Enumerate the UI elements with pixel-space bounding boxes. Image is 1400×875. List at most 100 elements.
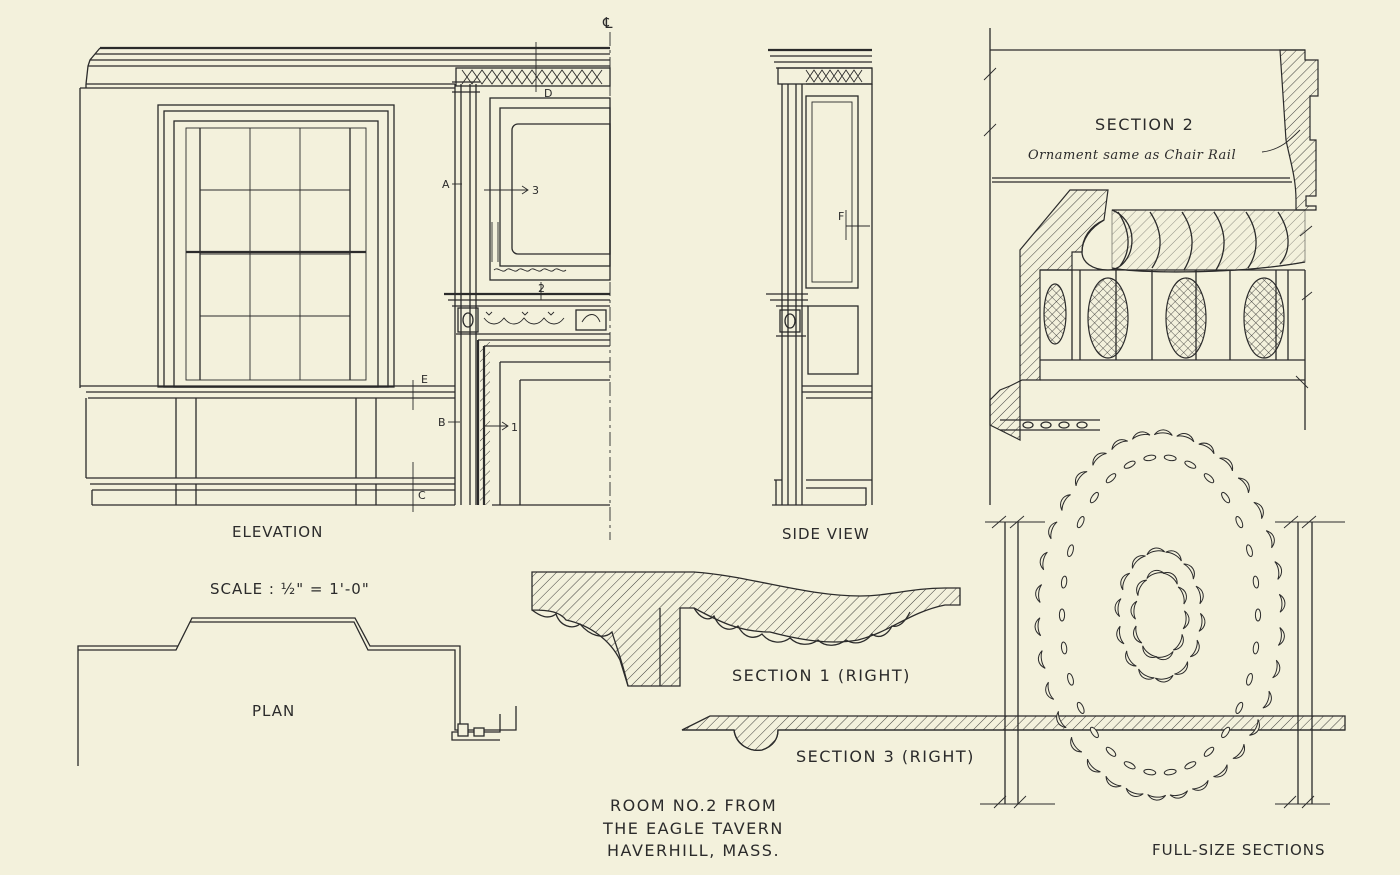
full-size-sections-title: FULL-SIZE SECTIONS [1152, 841, 1326, 859]
ornament-inner-crescent [1183, 563, 1195, 580]
chair-rail-ovals [1043, 277, 1285, 359]
section-3-drawing: SECTION 3 (RIGHT) [681, 715, 1346, 766]
section-1-drawing: SECTION 1 (RIGHT) [531, 571, 961, 687]
ornament-inner-crescent [1125, 650, 1137, 667]
ornament-core-crescent [1146, 569, 1165, 579]
ornament-leaf [1060, 641, 1068, 655]
ornament-leaf [1252, 641, 1260, 655]
bead-row [1022, 421, 1088, 429]
ornament-outer-crescent [1037, 650, 1046, 669]
ornament-leaf [1058, 608, 1066, 622]
ornament-outer-crescent [1048, 521, 1058, 540]
ornament-leaf [1143, 768, 1157, 776]
marker-2: 2 [538, 282, 545, 295]
ornament-outer-crescent [1232, 744, 1245, 759]
scale-label: SCALE : ½" = 1'-0" [210, 580, 370, 598]
marker-e: E [421, 373, 428, 386]
ornament-frame [980, 515, 1345, 809]
ornament-leaf [1143, 454, 1157, 462]
ornament-outer-crescent [1131, 431, 1151, 440]
ornament-outer-crescent [1237, 477, 1250, 493]
ornament-leaf [1089, 491, 1099, 504]
ornament-core-crescent [1182, 610, 1190, 630]
ornament-outer-crescent [1060, 494, 1071, 511]
ornament-outer-crescent [1265, 530, 1275, 549]
ornament-leaf [1105, 473, 1117, 484]
ornament-outer-crescent [1213, 764, 1228, 778]
elevation-title: ELEVATION [232, 523, 323, 541]
ornament-inner-crescent [1116, 625, 1125, 645]
ornament-leaf [1123, 761, 1136, 770]
section-3-title: SECTION 3 (RIGHT) [796, 747, 975, 766]
ornament-inner-crescent [1138, 668, 1155, 680]
ornament-inner-crescent [1154, 674, 1174, 683]
ornament-outer-crescent [1086, 758, 1101, 773]
room-title-line-3: HAVERHILL, MASS. [607, 841, 780, 860]
marker-3: 3 [532, 184, 539, 197]
ornament-outer-crescent [1262, 690, 1272, 709]
ornament-leaf [1163, 454, 1177, 462]
ornament-leaf [1067, 544, 1074, 558]
ornament-outer-crescent [1070, 737, 1083, 753]
room-title-line-2: THE EAGLE TAVERN [602, 819, 784, 838]
marker-b: B [438, 416, 446, 429]
section-2-note: Ornament same as Chair Rail [1028, 148, 1236, 163]
ornament-leaf [1184, 460, 1197, 469]
marker-c: C [418, 489, 426, 502]
ornament-outer-crescent [1272, 659, 1281, 679]
ornament-outer-crescent [1147, 794, 1167, 801]
ornament-leaf [1221, 726, 1231, 739]
ornament-leaf [1060, 575, 1068, 589]
ornament-outer-crescent [1169, 790, 1189, 799]
ornament-outer-crescent [1039, 551, 1048, 571]
ornament-leaf [1089, 726, 1099, 739]
ornament-inner-crescent [1195, 585, 1204, 605]
section-2-drawing: SECTION 2 Ornament same as Chair Rail [983, 28, 1319, 505]
marker-f: F [838, 210, 844, 223]
ornament-leaf [1246, 672, 1253, 686]
ornament-leaf [1184, 761, 1197, 770]
ornament-leaf [1067, 672, 1074, 686]
ornament-leaf [1221, 491, 1231, 504]
elevation-drawing: ℄ D E C A B 3 1 2 ELEVATION [79, 14, 613, 541]
ornament-outer-crescent [1035, 584, 1043, 603]
ornament-leaf [1163, 768, 1177, 776]
ornament-leaf [1246, 544, 1253, 558]
ornament-leaf [1123, 460, 1136, 469]
ornament-outer-crescent [1105, 775, 1122, 788]
ornament-leaf [1252, 575, 1260, 589]
ornament-outer-crescent [1111, 439, 1128, 450]
ornament-inner-crescent [1174, 661, 1189, 675]
side-view-drawing: F SIDE VIEW [766, 48, 873, 543]
ornament-outer-crescent [1153, 429, 1173, 436]
ornament-leaf [1203, 746, 1215, 757]
ornament-outer-crescent [1075, 471, 1088, 486]
ornament-core-crescent [1136, 579, 1148, 596]
ornament-outer-crescent [1092, 452, 1107, 466]
ornament-core-crescent [1172, 634, 1184, 651]
ornament-inner-crescent [1114, 598, 1122, 617]
ornament-inner-crescent [1146, 547, 1166, 556]
ornament-inner-crescent [1189, 639, 1200, 658]
ornament-core-crescent [1162, 572, 1178, 585]
ornament-outer-crescent [1125, 787, 1144, 797]
ornament-leaf [1203, 473, 1215, 484]
ornament-outer-crescent [1219, 457, 1234, 472]
ornament-outer-crescent [1274, 561, 1283, 580]
plan-title: PLAN [252, 702, 295, 720]
ornament-outer-crescent [1034, 617, 1042, 637]
ornament-outer-crescent [1278, 593, 1286, 613]
ornament-outer-crescent [1277, 627, 1285, 646]
ornament-inner-crescent [1131, 555, 1146, 569]
room-title-line-1: ROOM NO.2 FROM [610, 796, 777, 815]
ornament-leaf [1105, 746, 1117, 757]
side-view-title: SIDE VIEW [782, 525, 870, 543]
ornament-inner-crescent [1198, 613, 1206, 632]
ornament-core-crescent [1130, 600, 1138, 620]
ornament-outer-crescent [1253, 501, 1264, 519]
ornament-core-crescent [1142, 645, 1158, 658]
marker-a: A [442, 178, 450, 191]
ornament-leaf [1076, 516, 1085, 529]
